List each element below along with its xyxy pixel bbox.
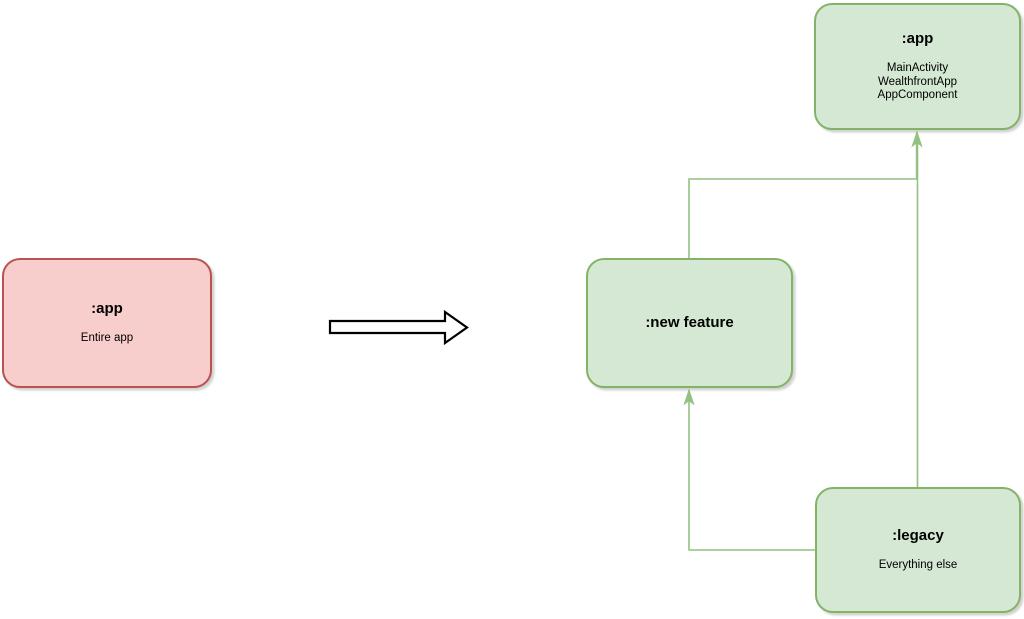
node-new-feature: :new feature [586,258,793,388]
node-title: :new feature [645,314,734,331]
node-subtitle-line: WealthfrontApp [877,75,958,88]
node-subtitle-line: Everything else [878,559,958,572]
node-legacy: :legacy Everything else [815,487,1021,613]
node-title: :app [91,300,123,318]
edge-new-feature-to-app [688,136,918,258]
node-subtitle: MainActivity WealthfrontApp AppComponent [878,62,958,103]
node-title: :legacy [892,527,944,545]
node-app-modular: :app MainActivity WealthfrontApp AppComp… [814,3,1021,130]
node-subtitle-line: AppComponent [877,89,958,102]
node-subtitle: Entire app [81,332,133,346]
node-app-monolith: :app Entire app [2,258,212,388]
node-subtitle-line: Entire app [80,332,134,345]
arrowhead-into-new-feature [683,388,695,406]
edge-legacy-to-new-feature [688,394,815,551]
node-subtitle-line: MainActivity [886,62,949,75]
node-title: :app [901,30,934,48]
arrowhead-into-app [911,130,923,148]
right-arrow-shape [328,309,469,346]
node-subtitle: Everything else [879,559,958,573]
